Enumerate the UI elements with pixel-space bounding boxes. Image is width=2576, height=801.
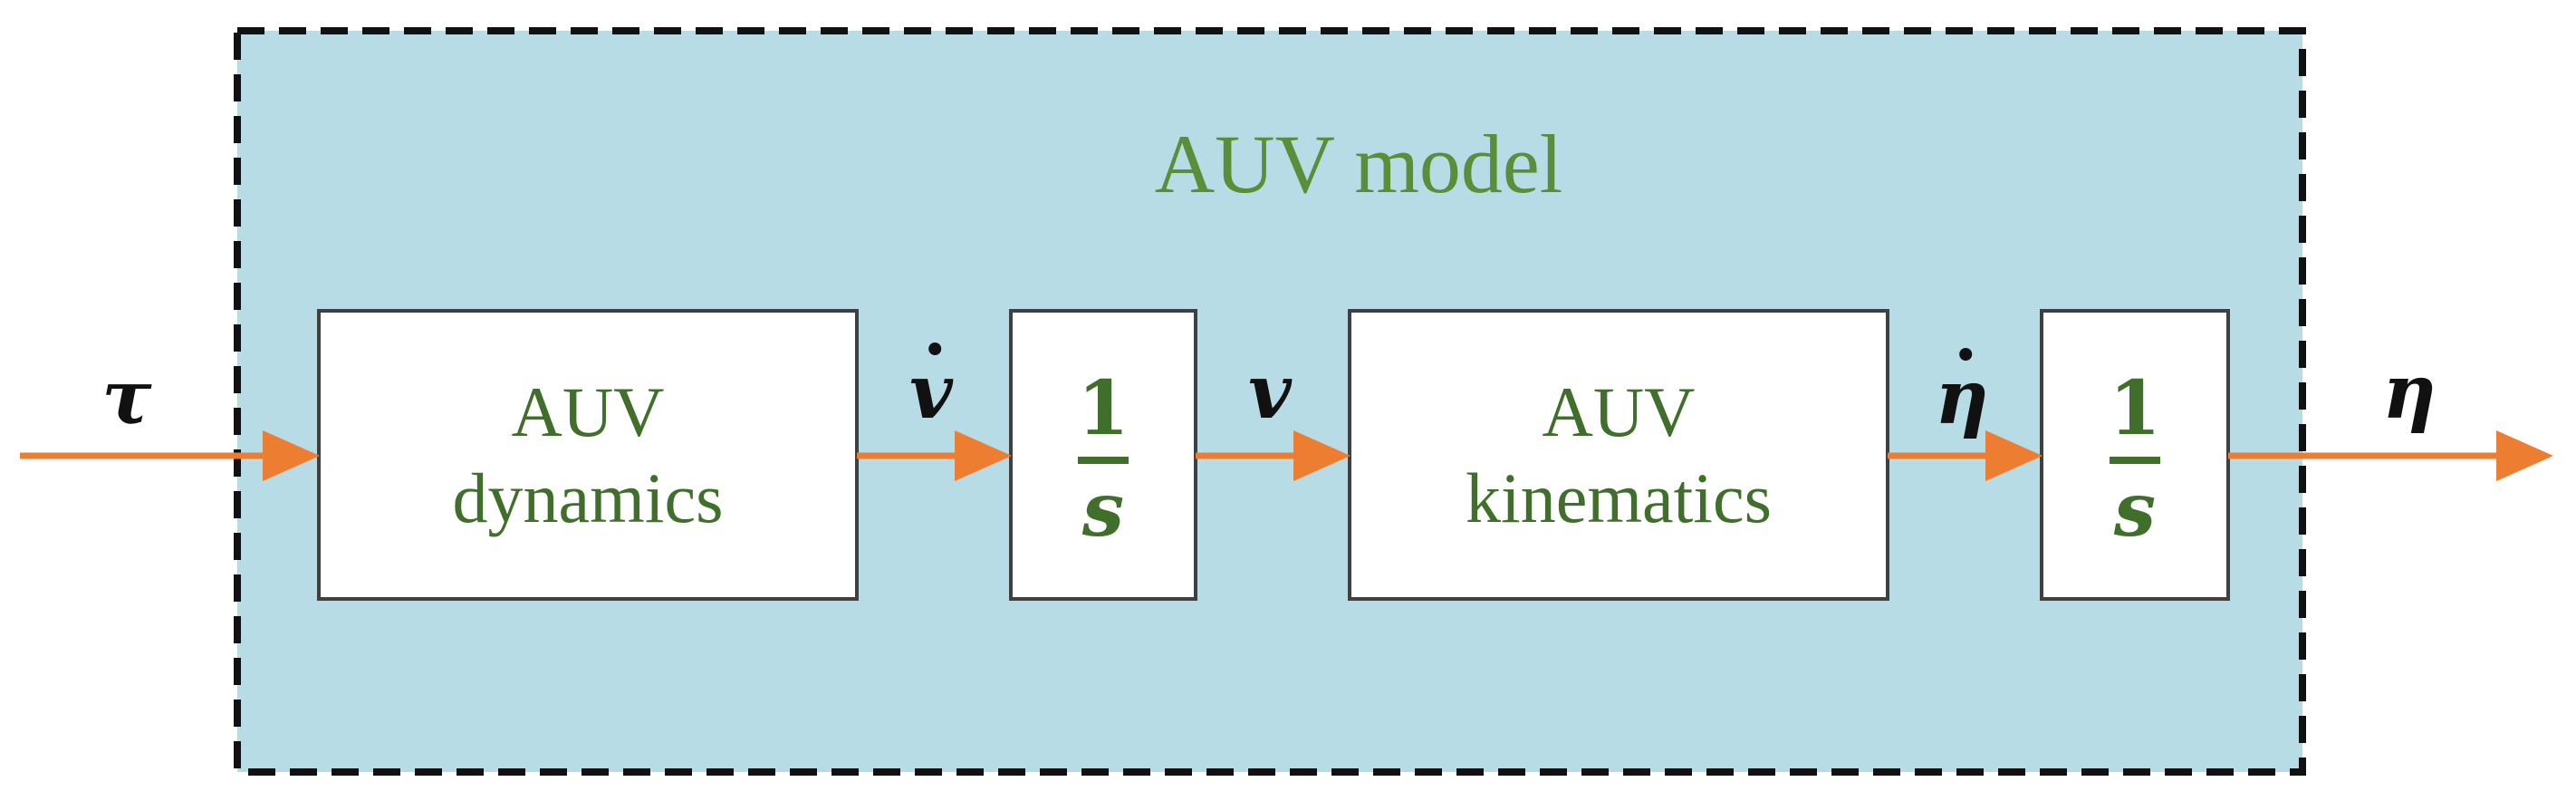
eta-dot-symbol: η [1935,354,1989,441]
eta-dot-signal-label: η [1908,348,2016,435]
nu-signal-label: v [1248,349,1292,436]
integrator-2-numerator: 1 [2109,365,2161,452]
integrator-1-fraction: 1 s [1008,372,1198,547]
nu-dot-derivative-dot [928,343,942,355]
kinematics-label-line1: AUV [1542,372,1696,451]
dynamics-label-line1: AUV [511,372,665,451]
model-title: AUV model [1154,118,1563,210]
integrator-2-fraction-bar [2110,457,2160,464]
output-signal-label: η [2382,349,2437,436]
input-signal-label: τ [101,354,152,441]
kinematics-label-line2: kinematics [1466,458,1772,537]
dynamics-label: AUV dynamics [319,311,857,599]
kinematics-label: AUV kinematics [1350,311,1888,599]
integrator-2-fraction: 1 s [2040,372,2230,547]
dynamics-label-line2: dynamics [452,458,724,537]
eta-dot-derivative-dot [1959,348,1973,361]
integrator-2-denominator: s [2113,467,2157,554]
integrator-1-fraction-bar [1078,457,1129,464]
nu-dot-signal-label: v [877,343,985,429]
integrator-1-numerator: 1 [1077,365,1129,452]
integrator-1-denominator: s [1081,467,1125,554]
nu-dot-symbol: v [909,349,953,436]
kinematics-block [1348,309,1889,601]
dynamics-block [317,309,859,601]
